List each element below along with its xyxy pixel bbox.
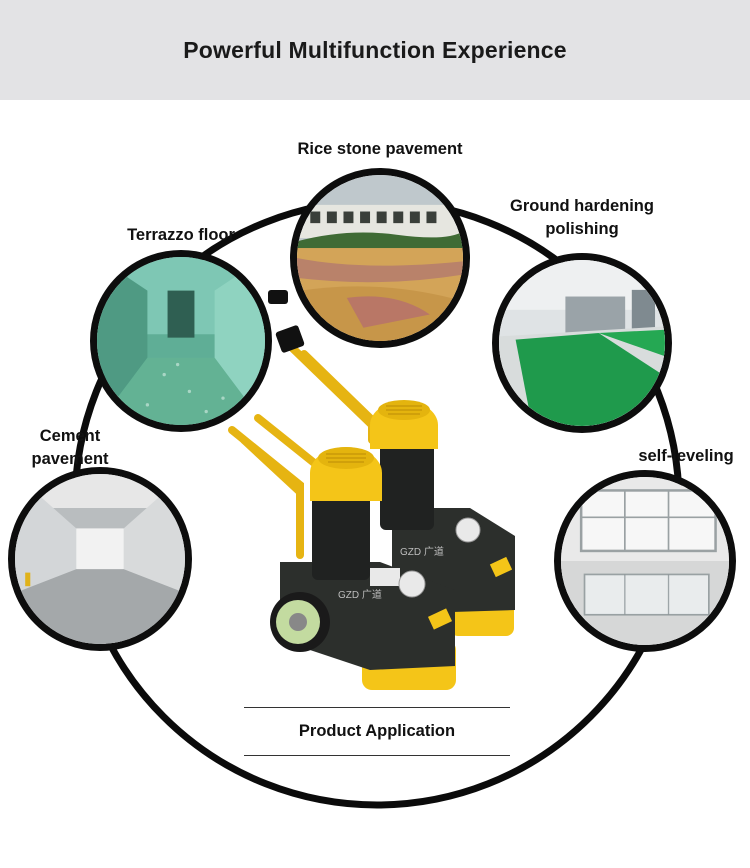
floor-grinder-image: GZD 广道 GZD 广道 xyxy=(228,290,515,690)
front-unit-marking: GZD 广道 xyxy=(338,588,382,601)
page-header: Powerful Multifunction Experience xyxy=(0,0,750,100)
terrazzo-floor-photo xyxy=(90,250,272,432)
cement-pavement-label: Cement pavement xyxy=(31,427,109,468)
page-title: Powerful Multifunction Experience xyxy=(183,36,567,63)
application-diagram: GZD 广道 GZD 广道 xyxy=(0,100,750,868)
ground-hardening-polishing-photo xyxy=(492,253,672,433)
product-application-caption: Product Application xyxy=(298,721,456,740)
terrazzo-floor-label: Terrazzo floor xyxy=(127,226,235,244)
rear-unit-marking: GZD 广道 xyxy=(400,545,444,558)
ground-hardening-polishing-label: Ground hardening polishing xyxy=(510,197,654,238)
self-leveling-photo xyxy=(554,470,736,652)
self-leveling-label: self-leveling xyxy=(638,447,734,465)
front-grinder-unit: GZD 广道 xyxy=(270,447,456,690)
caption-bottom-rule xyxy=(244,755,510,756)
caption-top-rule xyxy=(244,707,510,708)
cement-pavement-photo xyxy=(8,467,192,651)
rice-stone-pavement-label: Rice stone pavement xyxy=(297,140,463,158)
rice-stone-pavement-photo xyxy=(290,168,470,348)
